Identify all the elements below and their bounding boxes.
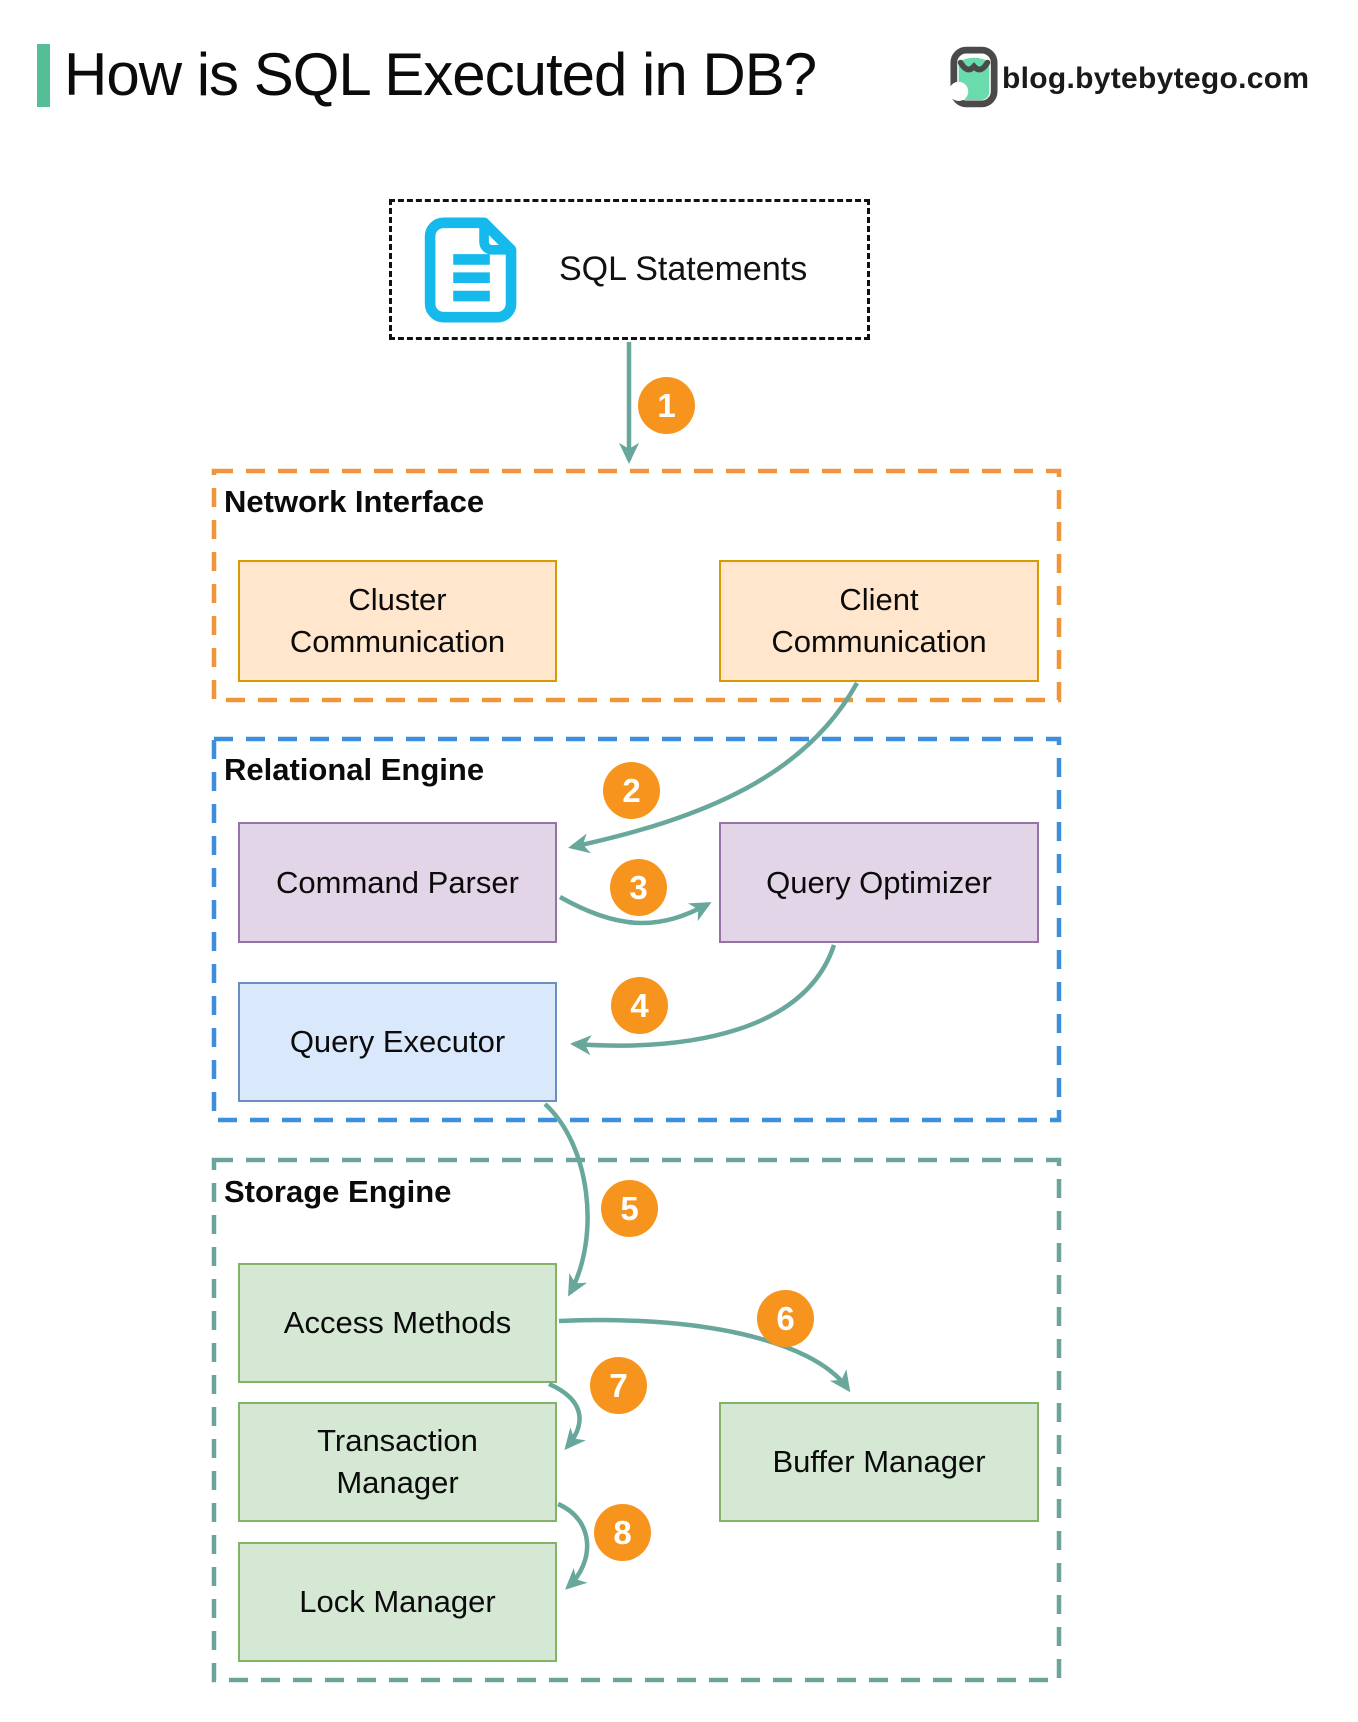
node-cluster-communication: Cluster Communication [238,560,557,682]
step-badge-6: 6 [757,1290,814,1347]
document-icon [424,216,517,323]
step-badge-5: 5 [601,1180,658,1237]
node-buffer-manager: Buffer Manager [719,1402,1039,1522]
node-query-optimizer: Query Optimizer [719,822,1039,943]
sql-statements-box: SQL Statements [389,199,870,340]
bytebytego-logo-icon [950,46,998,108]
node-query-executor: Query Executor [238,982,557,1102]
node-lock-manager: Lock Manager [238,1542,557,1662]
section-label-storage-engine: Storage Engine [224,1174,452,1209]
node-client-communication: Client Communication [719,560,1039,682]
section-label-relational-engine: Relational Engine [224,752,485,787]
step-badge-7: 7 [590,1357,647,1414]
step-badge-8: 8 [594,1504,651,1561]
step-badge-1: 1 [638,377,695,434]
step-badge-2: 2 [603,762,660,819]
section-label-network-interface: Network Interface [224,484,485,519]
sql-statements-label: SQL Statements [559,250,808,288]
step-badge-4: 4 [611,977,668,1034]
page-title: How is SQL Executed in DB? [64,41,817,108]
brand-url: blog.bytebytego.com [1002,62,1310,95]
arrow-8-transaction-manager-to-lock-manager [557,1501,590,1590]
title-accent-bar [37,44,50,107]
step-badge-3: 3 [610,859,667,916]
node-access-methods: Access Methods [238,1263,557,1383]
node-transaction-manager: Transaction Manager [238,1402,557,1522]
node-command-parser: Command Parser [238,822,557,943]
